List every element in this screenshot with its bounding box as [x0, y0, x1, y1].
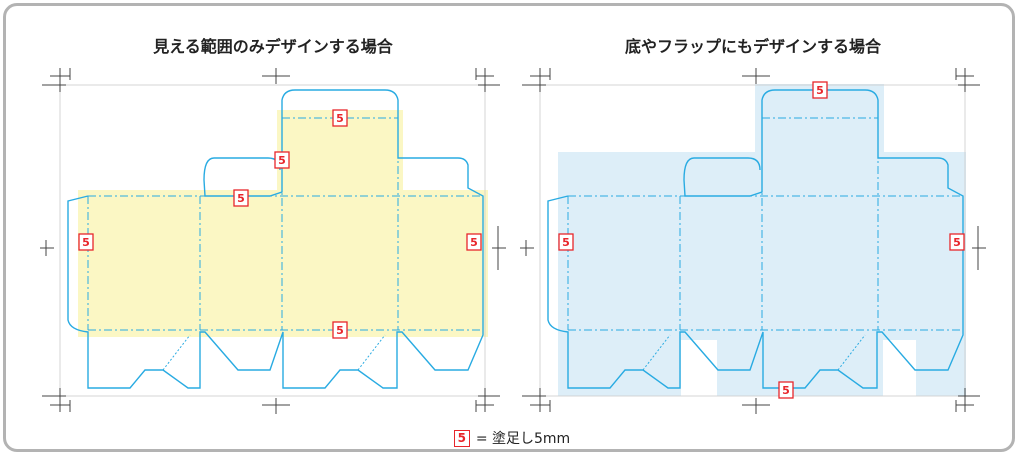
- bleed-badge: 5: [558, 233, 574, 251]
- bleed-badge-label: 5: [82, 236, 90, 249]
- bleed-badge: 5: [812, 81, 828, 99]
- bleed-badge: 5: [332, 321, 348, 339]
- legend-bleed-badge: 5: [453, 429, 470, 447]
- bleed-badge: 5: [78, 233, 94, 251]
- bleed-badge-label: 5: [470, 236, 478, 249]
- bleed-badge-label: 5: [278, 154, 286, 167]
- bleed-badge: 5: [778, 381, 794, 399]
- bleed-badge: 5: [274, 151, 290, 169]
- right-dieline-diagram: [519, 67, 987, 415]
- bleed-badge-label: 5: [336, 324, 344, 337]
- right-bleed-gaps: [681, 340, 916, 396]
- bleed-badge-label: 5: [237, 192, 245, 205]
- bleed-badge: 5: [466, 233, 482, 251]
- legend-text: = 塗足し5mm: [475, 431, 571, 447]
- right-panel-title: 底やフラップにもデザインする場合: [624, 37, 881, 56]
- left-panel-title: 見える範囲のみデザインする場合: [153, 37, 393, 56]
- bleed-badge-label: 5: [816, 84, 824, 97]
- bleed-badge-label: 5: [953, 236, 961, 249]
- legend: 5 = 塗足し5mm: [0, 428, 1024, 448]
- bleed-badge-label: 5: [782, 384, 790, 397]
- bleed-badge-label: 5: [336, 112, 344, 125]
- bleed-badges: 5 5 5 5 5 5 5 5 5 5: [78, 81, 965, 399]
- left-dieline-diagram: [39, 67, 507, 415]
- bleed-badge: 5: [332, 109, 348, 127]
- bleed-badge-label: 5: [562, 236, 570, 249]
- left-bleed-area: [78, 110, 488, 337]
- bleed-badge: 5: [233, 189, 249, 207]
- bleed-badge: 5: [949, 233, 965, 251]
